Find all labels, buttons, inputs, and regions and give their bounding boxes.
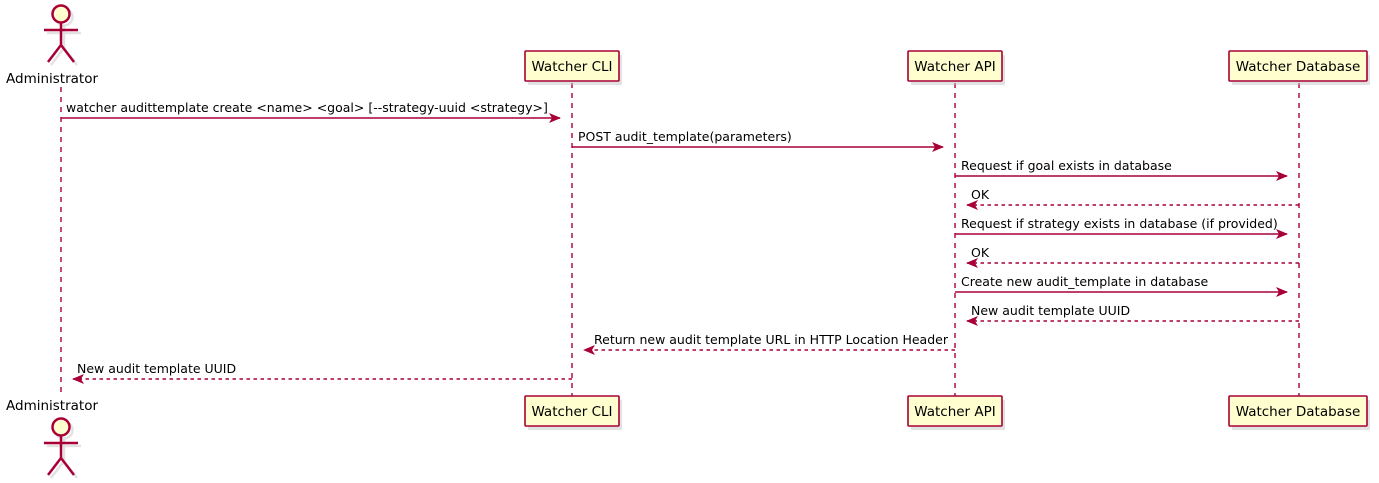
participant-box-rect [1228,395,1368,427]
participant-box-rect [907,50,1003,82]
participant-label-watcher-api-top: Watcher API [914,59,996,75]
actor-leg-right-line-bottom [60,457,75,476]
participant-box-rect [524,50,620,82]
actor-label-administrator-top: Administrator [6,71,98,87]
lifelines-group [60,83,1300,396]
message-10[interactable]: New audit template UUID [72,361,572,384]
actor-administrator-top[interactable]: Administrator [6,4,98,88]
message-6[interactable]: OK [966,245,1299,268]
message-label: POST audit_template(parameters) [578,129,792,144]
participant-box-watcher-cli-bottom[interactable]: Watcher CLI [524,395,622,430]
message-1[interactable]: watcher audittemplate create <name> <goa… [61,100,561,123]
actor-leg-right-line [60,44,75,63]
message-label: New audit template UUID [77,361,236,376]
participant-label-watcher-cli-top: Watcher CLI [531,59,612,75]
message-label: Request if goal exists in database [961,158,1172,173]
participant-box-watcher-cli-top[interactable]: Watcher CLI [524,50,622,85]
message-5[interactable]: Request if strategy exists in database (… [955,216,1288,239]
actor-label-administrator-bottom: Administrator [6,398,98,414]
message-9[interactable]: Return new audit template URL in HTTP Lo… [583,332,955,355]
participant-box-watcher-api-top[interactable]: Watcher API [907,50,1005,85]
message-label: New audit template UUID [971,303,1130,318]
message-2[interactable]: POST audit_template(parameters) [572,129,944,152]
participant-box-watcher-database-bottom[interactable]: Watcher Database [1228,395,1370,430]
message-label: OK [971,245,990,260]
message-7[interactable]: Create new audit_template in database [955,274,1288,297]
actor-administrator-bottom[interactable]: Administrator [6,398,98,479]
actor-head-icon-bottom [51,417,71,437]
participant-label-watcher-database-bottom: Watcher Database [1236,404,1361,420]
message-8[interactable]: New audit template UUID [966,303,1299,326]
message-label: Request if strategy exists in database (… [961,216,1278,231]
message-label: Return new audit template URL in HTTP Lo… [594,332,949,347]
participant-box-watcher-database-top[interactable]: Watcher Database [1228,50,1370,85]
participant-label-watcher-cli-bottom: Watcher CLI [531,404,612,420]
participant-box-rect [524,395,620,427]
actor-leg-left-line [47,44,62,63]
message-4[interactable]: OK [966,187,1299,210]
actor-leg-left-line-bottom [47,457,62,476]
participant-box-rect [1228,50,1368,82]
message-label: watcher audittemplate create <name> <goa… [66,100,548,115]
message-label: OK [971,187,990,202]
message-3[interactable]: Request if goal exists in database [955,158,1288,181]
message-label: Create new audit_template in database [961,274,1208,289]
participant-box-watcher-api-bottom[interactable]: Watcher API [907,395,1005,430]
participant-label-watcher-database-top: Watcher Database [1236,59,1361,75]
participant-label-watcher-api-bottom: Watcher API [914,404,996,420]
actor-head-icon [51,4,71,24]
participant-box-rect [907,395,1003,427]
